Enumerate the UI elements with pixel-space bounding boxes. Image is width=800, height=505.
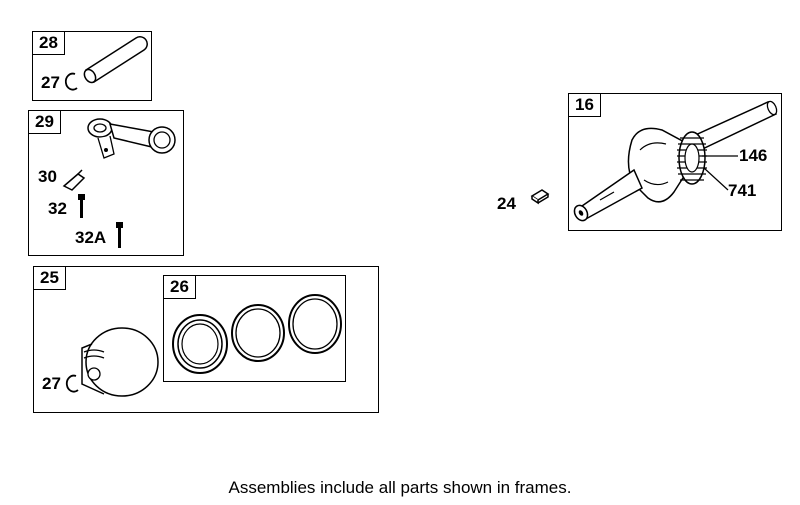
piston-icon — [81, 327, 159, 397]
frame-number-25: 25 — [33, 266, 66, 290]
leader-lines — [702, 155, 738, 191]
frame-28: 28 — [32, 31, 152, 101]
dipper-icon — [62, 169, 86, 191]
piston-ring-icon — [288, 294, 342, 354]
frame-number-29: 29 — [28, 110, 61, 134]
part-label-32: 32 — [48, 199, 67, 218]
frame-number-26: 26 — [163, 275, 196, 299]
frame-16: 16 — [568, 93, 782, 231]
piston-ring-icon — [231, 304, 285, 362]
frame-26: 26 — [163, 275, 346, 382]
part-label-146: 146 — [739, 146, 768, 165]
frame-number-28: 28 — [32, 31, 65, 55]
bolt-icon — [116, 222, 123, 248]
gear-icon — [677, 131, 707, 185]
diagram-caption: Assemblies include all parts shown in fr… — [228, 478, 572, 497]
frame-25: 25 — [33, 266, 379, 413]
part-label-741: 741 — [728, 181, 757, 200]
frame-number-16: 16 — [568, 93, 601, 117]
part-label-24: 24 — [497, 194, 516, 213]
connecting-rod-icon — [87, 118, 176, 159]
part-label-32A: 32A — [75, 228, 107, 247]
retaining-ring-icon — [65, 374, 79, 393]
bolt-icon — [78, 194, 85, 218]
key-icon — [530, 189, 550, 205]
part-label-27: 27 — [42, 374, 61, 393]
crankshaft-icon — [573, 100, 778, 222]
piston-ring-icon — [172, 314, 228, 374]
piston-pin-icon — [83, 36, 148, 84]
retaining-ring-icon — [64, 72, 78, 91]
part-label-27: 27 — [41, 73, 60, 92]
part-label-30: 30 — [38, 167, 57, 186]
frame-29: 29 — [28, 110, 184, 256]
